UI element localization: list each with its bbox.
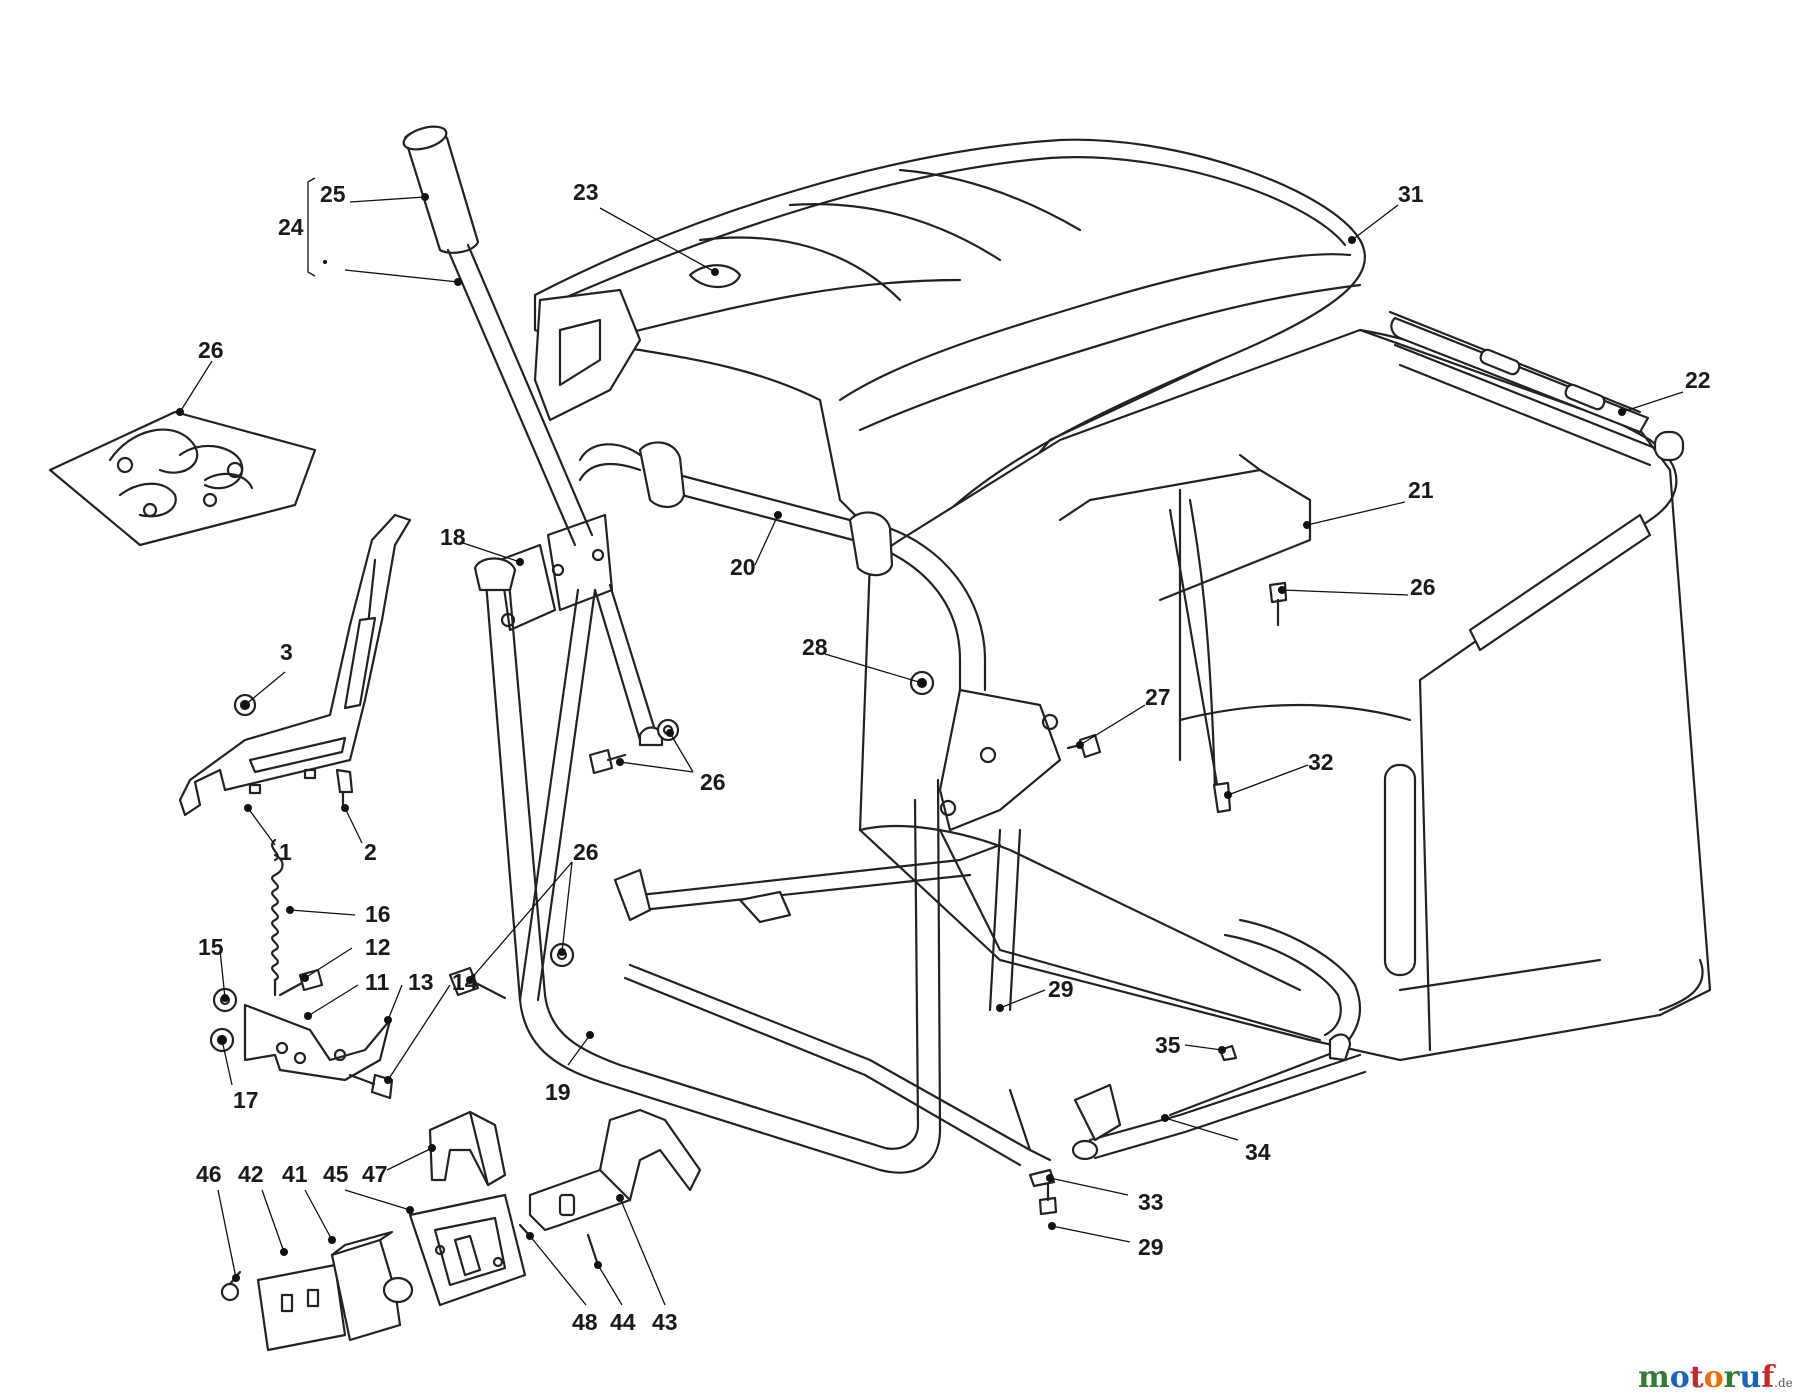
callout-17: 17 xyxy=(233,1087,259,1113)
lower-cross-members xyxy=(613,843,1362,1167)
watermark-suffix: .de xyxy=(1774,1376,1793,1390)
bag-top-cover xyxy=(533,138,1366,562)
watermark-letter: r xyxy=(1723,1360,1740,1395)
callout-45: 45 xyxy=(323,1161,349,1187)
main-frame xyxy=(473,557,942,1174)
latch-assembly xyxy=(220,1108,702,1352)
callout-24: 24 xyxy=(278,214,304,240)
callout-28: 28 xyxy=(802,634,828,660)
callout-42: 42 xyxy=(238,1161,264,1187)
callout-1: 1 xyxy=(279,839,292,865)
callout-32: 32 xyxy=(1308,749,1334,775)
callout-27: 27 xyxy=(1145,684,1171,710)
callout-18: 18 xyxy=(440,524,466,550)
callout-20: 20 xyxy=(730,554,756,580)
watermark-letter: o xyxy=(1669,1360,1690,1395)
callout-25: 25 xyxy=(320,181,346,207)
callout-26-right: 26 xyxy=(1410,574,1436,600)
rear-bottom-bar xyxy=(1071,1053,1367,1161)
lever-plate xyxy=(178,513,412,817)
bag-strut xyxy=(1168,508,1232,814)
callout-26-low: 26 xyxy=(573,839,599,865)
rear-support xyxy=(988,828,1032,1152)
callout-29-upper: 29 xyxy=(1048,976,1074,1002)
callout-leaders xyxy=(176,177,1684,1306)
callout-16: 16 xyxy=(365,901,391,927)
watermark-letter: t xyxy=(1689,1360,1704,1395)
watermark-logo: motoruf.de xyxy=(1638,1360,1793,1395)
callout-46: 46 xyxy=(196,1161,222,1187)
callout-47: 47 xyxy=(362,1161,388,1187)
callout-13: 13 xyxy=(408,969,434,995)
callout-21: 21 xyxy=(1408,477,1434,503)
callout-26-bag: 26 xyxy=(198,337,224,363)
watermark-brand: motoruf xyxy=(1638,1360,1774,1395)
callout-23: 23 xyxy=(573,179,599,205)
watermark-letter: o xyxy=(1703,1360,1724,1395)
callout-2: 2 xyxy=(364,839,377,865)
watermark-letter: f xyxy=(1761,1360,1775,1395)
callout-41: 41 xyxy=(282,1161,308,1187)
rear-top-tube xyxy=(1388,310,1650,434)
dump-handle xyxy=(402,125,594,547)
callout-12: 12 xyxy=(365,934,391,960)
left-pivot-bracket xyxy=(498,513,614,632)
callout-26-mid: 26 xyxy=(700,769,726,795)
callout-11: 11 xyxy=(365,969,390,995)
callout-34: 34 xyxy=(1245,1139,1271,1165)
watermark-letter: m xyxy=(1638,1360,1670,1395)
watermark-letter: u xyxy=(1739,1360,1762,1395)
callout-29-lower: 29 xyxy=(1138,1234,1164,1260)
callout-48: 48 xyxy=(572,1309,598,1335)
callout-labels: 25 24 26 23 31 22 21 26 18 20 28 27 32 3… xyxy=(196,179,1711,1335)
callout-22: 22 xyxy=(1685,367,1711,393)
hardware-bag xyxy=(48,410,317,547)
callout-31: 31 xyxy=(1398,181,1424,207)
callout-35: 35 xyxy=(1155,1032,1181,1058)
right-pivot-bracket xyxy=(938,688,1062,832)
callout-19: 19 xyxy=(545,1079,571,1105)
callout-14: 14 xyxy=(452,969,478,995)
callout-33: 33 xyxy=(1138,1189,1164,1215)
callout-44: 44 xyxy=(610,1309,636,1335)
callout-3: 3 xyxy=(280,639,293,665)
callout-15: 15 xyxy=(198,934,224,960)
pivot-tube xyxy=(578,441,987,692)
bag-frame xyxy=(1058,453,1312,602)
callout-43: 43 xyxy=(652,1309,678,1335)
